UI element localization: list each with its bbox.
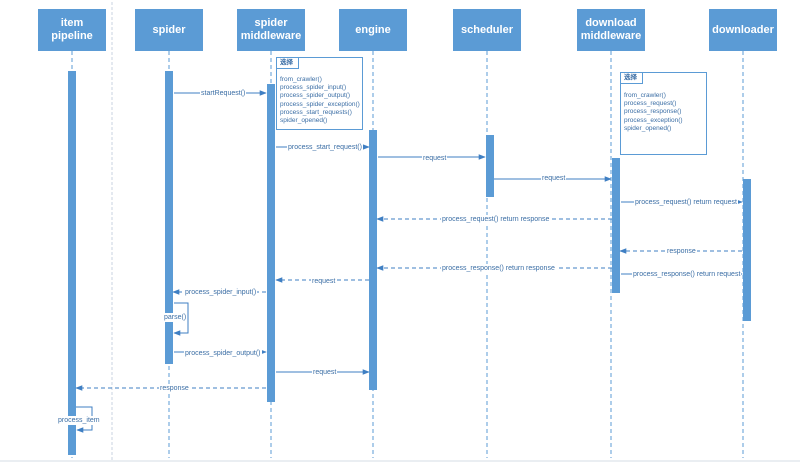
note-method: process_response()	[624, 108, 682, 116]
message-label: response	[666, 247, 697, 256]
participant-item-pipeline: item pipeline	[38, 9, 106, 51]
message-label: process_spider_input()	[184, 288, 258, 297]
note-method: process_exception()	[624, 116, 683, 124]
message-label: process_request() return request	[634, 198, 738, 207]
message-label: request	[311, 277, 337, 286]
note-method: spider_opened()	[280, 117, 328, 125]
message-label: process_response() return response	[441, 264, 556, 273]
participant-spider: spider	[135, 9, 203, 51]
message-label: parse()	[163, 313, 188, 322]
note-method: process_start_requests()	[280, 108, 352, 116]
activation-bar	[486, 135, 494, 197]
note-tab: 选择	[277, 58, 299, 69]
note-tab: 选择	[621, 73, 643, 84]
activation-bar	[743, 179, 751, 321]
message-label: response	[159, 384, 190, 393]
note-method: process_request()	[624, 100, 677, 108]
participant-downloader: downloader	[709, 9, 777, 51]
note-method: process_spider_output()	[280, 92, 351, 100]
participant-engine: engine	[339, 9, 407, 51]
participant-spider-middleware: spider middleware	[237, 9, 305, 51]
activation-bar	[369, 130, 377, 390]
note-method: process_spider_input()	[280, 84, 347, 92]
message-label: process_response() return request	[632, 270, 742, 279]
message-label: request	[422, 154, 448, 163]
note-method: from_crawler()	[280, 76, 322, 83]
message-label: request	[312, 368, 338, 377]
message-label: process_spider_output()	[184, 349, 262, 358]
message-label: process_start_request()	[287, 143, 363, 152]
download-middleware-note: 选择 from_crawler() process_request() proc…	[620, 72, 707, 155]
participant-scheduler: scheduler	[453, 9, 521, 51]
activation-bar	[267, 84, 275, 402]
activation-bar	[68, 71, 76, 455]
spider-middleware-note: 选择 from_crawler() process_spider_input()…	[276, 57, 363, 130]
note-methods: from_crawler() process_spider_input() pr…	[280, 76, 360, 125]
activation-bar	[165, 71, 173, 364]
activation-bar	[612, 158, 620, 293]
note-method: from_crawler()	[624, 92, 666, 99]
note-methods: from_crawler() process_request() process…	[624, 92, 683, 133]
message-label: process_request() return response	[441, 215, 551, 224]
note-method: spider_opened()	[624, 124, 672, 132]
message-label: startRequest()	[200, 89, 247, 98]
note-method: process_spider_exception()	[280, 100, 360, 108]
participant-download-middleware: download middleware	[577, 9, 645, 51]
message-label: process_item	[57, 416, 101, 425]
self-message-arrow	[173, 302, 189, 336]
message-label: request	[541, 174, 567, 183]
